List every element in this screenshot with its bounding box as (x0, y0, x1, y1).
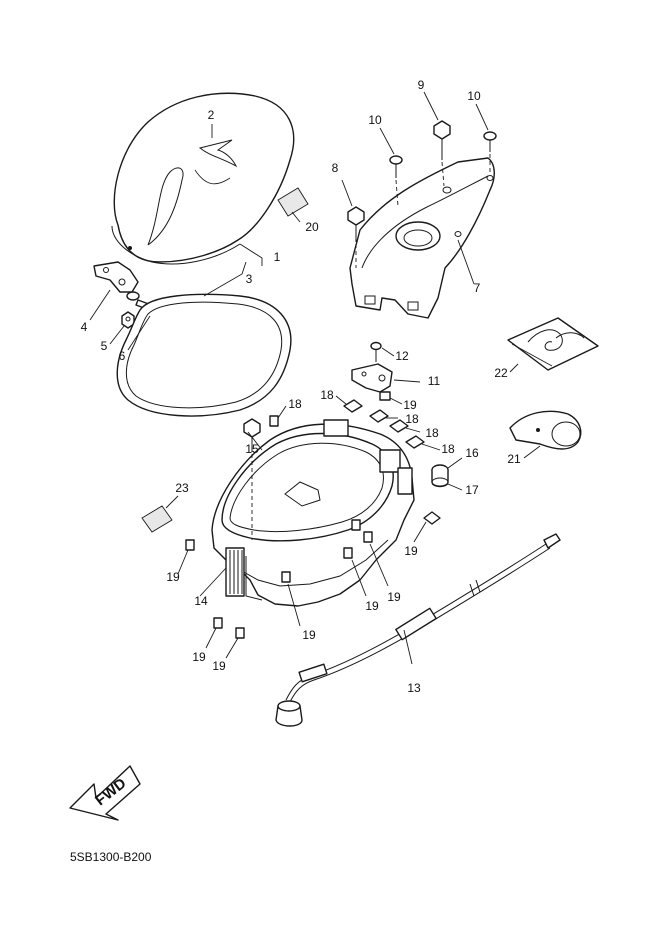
bracket-part-11 (351, 363, 393, 393)
callout-19a: 19 (403, 398, 417, 412)
fwd-arrow-icon: FWD (69, 765, 141, 821)
callout-8: 8 (332, 161, 339, 175)
screw-part-12 (370, 341, 382, 362)
sticker-part-20 (277, 187, 309, 217)
callout-6: 6 (119, 349, 126, 363)
callout-23: 23 (175, 481, 189, 495)
storage-box-part (211, 419, 415, 607)
seat-hinge-part (93, 261, 140, 301)
decal-sheet-part-22 (507, 317, 599, 371)
callout-19d: 19 (192, 650, 206, 664)
callout-10b: 10 (467, 89, 481, 103)
seat-lock-cable-part (275, 533, 561, 727)
callout-1: 1 (274, 250, 281, 264)
clips-19 (185, 391, 441, 639)
callout-4: 4 (81, 320, 88, 334)
callout-12: 12 (395, 349, 409, 363)
callout-19g: 19 (365, 599, 379, 613)
callout-18b: 18 (320, 388, 334, 402)
bolt-part-10b (483, 131, 497, 172)
callout-19c: 19 (166, 570, 180, 584)
callout-9: 9 (418, 78, 425, 92)
seat-part (111, 92, 295, 265)
callout-18e: 18 (441, 442, 455, 456)
callout-20: 20 (305, 220, 319, 234)
drawing-code: 5SB1300-B200 (70, 850, 152, 864)
callout-11: 11 (428, 374, 441, 388)
callout-19h: 19 (387, 590, 401, 604)
callout-7: 7 (474, 281, 481, 295)
callout-19b: 19 (404, 544, 418, 558)
clips-18 (269, 399, 425, 449)
callout-18d: 18 (425, 426, 439, 440)
bolt-part-8 (347, 206, 365, 268)
bolt-part-15 (243, 418, 261, 540)
callout-2: 2 (208, 108, 215, 122)
callout-16: 16 (465, 446, 479, 460)
callout-17: 17 (465, 483, 479, 497)
callout-18a: 18 (288, 397, 302, 411)
callout-10a: 10 (368, 113, 382, 127)
grommet-part (431, 464, 449, 488)
leader-lines (89, 91, 541, 665)
callout-5: 5 (101, 339, 108, 353)
callout-15: 15 (245, 442, 259, 456)
callout-19f: 19 (302, 628, 316, 642)
sticker-part-23 (141, 505, 173, 533)
callout-19e: 19 (212, 659, 226, 673)
callout-18c: 18 (405, 412, 419, 426)
callout-21: 21 (507, 452, 521, 466)
callout-14: 14 (194, 594, 208, 608)
callout-13: 13 (407, 681, 421, 695)
bolt-part-10a (389, 155, 403, 207)
callout-labels: 1 2 3 4 5 6 7 8 9 10 10 11 12 13 14 15 1… (81, 78, 521, 695)
rear-cover-part (349, 157, 495, 319)
callout-3: 3 (246, 272, 253, 286)
bolt-part-9 (433, 120, 451, 187)
seal-part (116, 293, 292, 417)
cover-piece-part-21 (509, 410, 582, 450)
callout-22: 22 (494, 366, 508, 380)
